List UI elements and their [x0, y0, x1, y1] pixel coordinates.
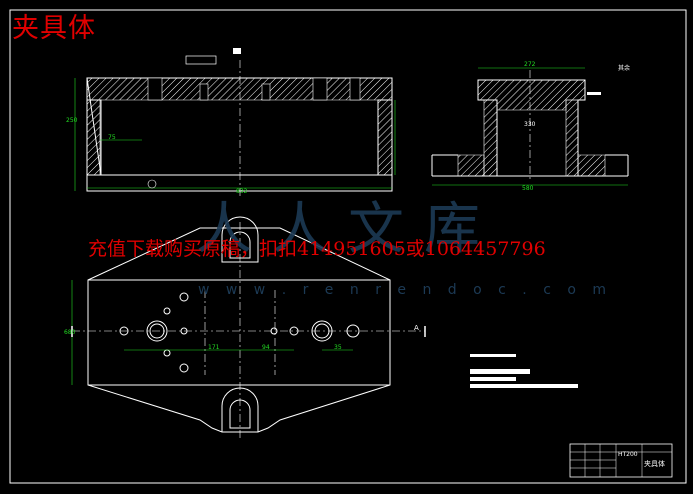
section-mark: A: [414, 324, 419, 332]
title-block: [569, 443, 673, 478]
base-width-dim: 580: [522, 185, 534, 192]
side-view: [431, 67, 629, 186]
roughness-note: 其余: [618, 64, 630, 72]
promo-banner: 充值下载购买原稿，扣扣414951605或1064457796: [88, 238, 546, 260]
document-title: 夹具体: [12, 13, 96, 44]
technical-notes: [470, 354, 578, 388]
inner-dim: 330: [524, 121, 536, 128]
length-dim: 832: [236, 188, 248, 195]
plan-view: [71, 216, 426, 440]
d1-dim: 75: [108, 134, 116, 141]
watermark-brand: 人人文库: [196, 197, 500, 262]
plan-width-dim: 680: [64, 329, 76, 336]
material-cell: HT200: [618, 451, 638, 458]
d3-dim: 171: [208, 344, 220, 351]
d4-dim: 94: [262, 344, 270, 351]
top-width-dim: 272: [524, 61, 536, 68]
sheet-border: [9, 9, 687, 484]
height-dim: 250: [66, 117, 78, 124]
watermark-url: w w w . r e n r e n d o c . c o m: [198, 282, 612, 298]
d2-dim: 35: [334, 344, 342, 351]
front-view: [74, 48, 396, 196]
part-name-cell: 夹具体: [644, 459, 665, 468]
